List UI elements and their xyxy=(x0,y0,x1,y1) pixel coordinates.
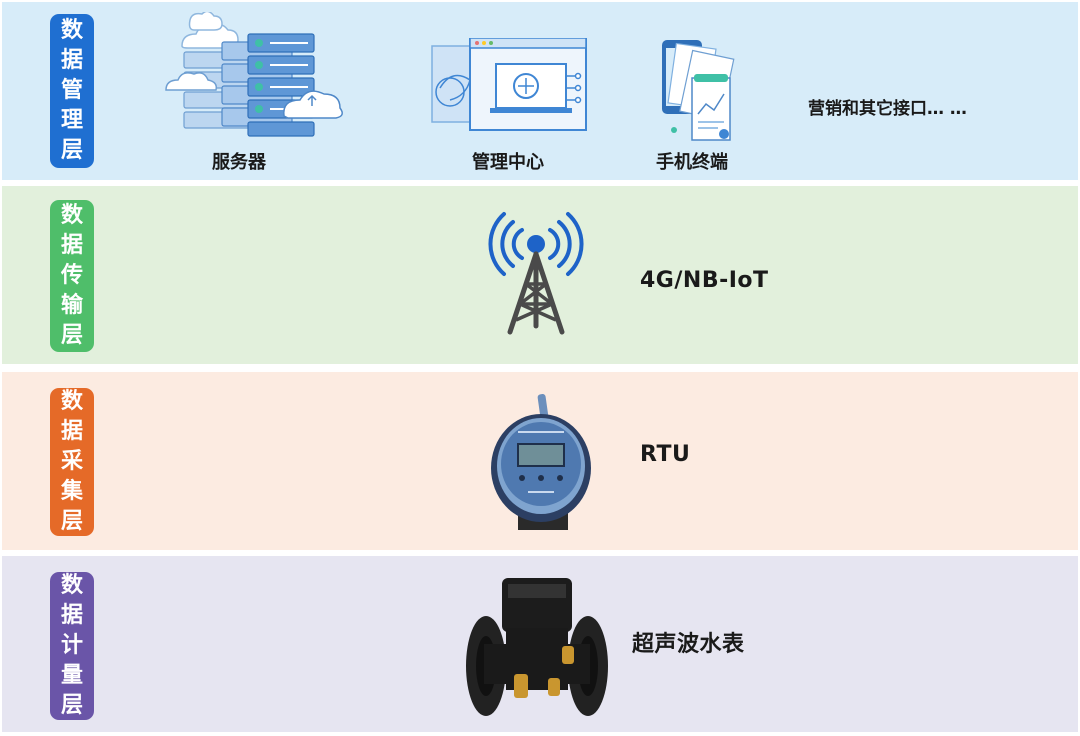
antenna-tower-icon xyxy=(488,212,584,335)
mobile-terminal-label: 手机终端 xyxy=(656,152,728,173)
layer-data-metering: 数据计量层 超声波水表 xyxy=(2,556,1078,732)
rtu-device-icon xyxy=(491,394,591,530)
other-interfaces-label: 营销和其它接口… … xyxy=(808,99,967,119)
ultrasonic-water-meter-icon xyxy=(466,578,608,716)
layer-data-transmission: 数据传输层 4G/NB-IoT xyxy=(2,186,1078,364)
management-center-label: 管理中心 xyxy=(472,152,544,173)
mobile-terminal-icon xyxy=(662,40,735,141)
rtu-label: RTU xyxy=(640,442,691,467)
layer-badge-collection: 数据采集层 xyxy=(50,388,94,536)
layer-data-collection: 数据采集层 RTU xyxy=(2,372,1078,550)
water-meter-label: 超声波水表 xyxy=(632,632,745,657)
server-label: 服务器 xyxy=(212,152,266,173)
network-label: 4G/NB-IoT xyxy=(640,268,769,293)
management-center-icon xyxy=(431,38,587,131)
server-cloud-icon xyxy=(165,12,343,137)
layer-badge-transmission: 数据传输层 xyxy=(50,200,94,352)
layer-badge-management: 数据管理层 xyxy=(50,14,94,168)
layer-badge-metering: 数据计量层 xyxy=(50,572,94,720)
layer-data-management: 数据管理层 服务器 xyxy=(2,2,1078,180)
